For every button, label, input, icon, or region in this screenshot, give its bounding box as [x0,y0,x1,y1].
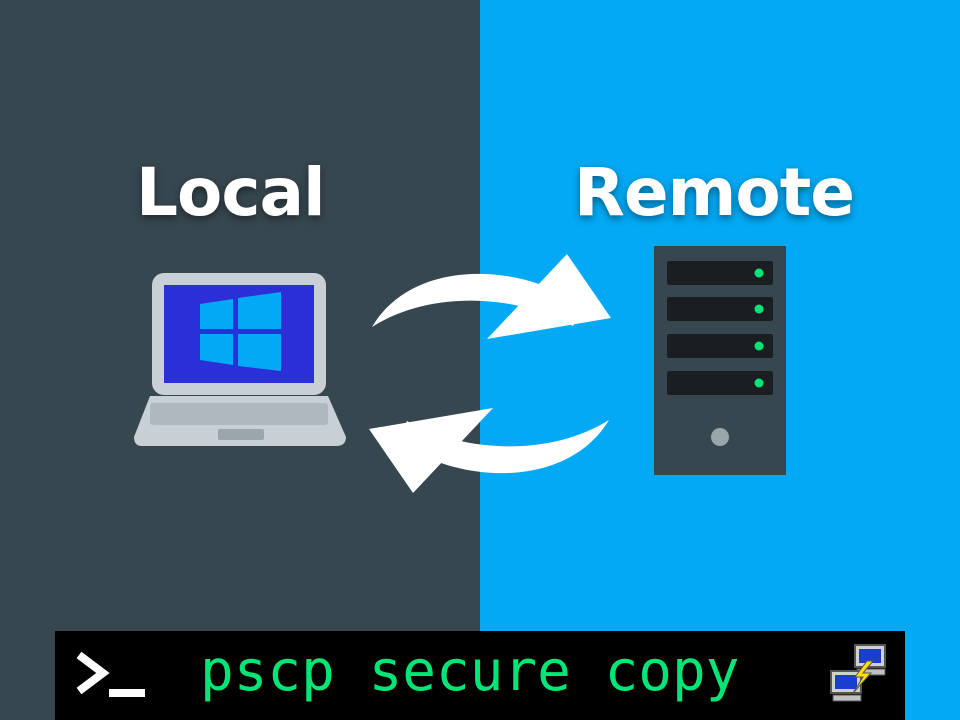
command-text: pscp secure copy [200,639,740,704]
windows-logo-icon [200,292,281,371]
remote-title: Remote [574,154,855,231]
server-tower-icon [654,246,786,475]
putty-icon [830,644,886,702]
local-title: Local [136,154,326,231]
laptop-windows-icon [134,273,346,446]
terminal-bar [55,631,905,720]
arrow-to-local-icon [369,408,609,493]
terminal-prompt-icon [76,651,145,697]
arrow-to-remote-icon [372,254,611,339]
